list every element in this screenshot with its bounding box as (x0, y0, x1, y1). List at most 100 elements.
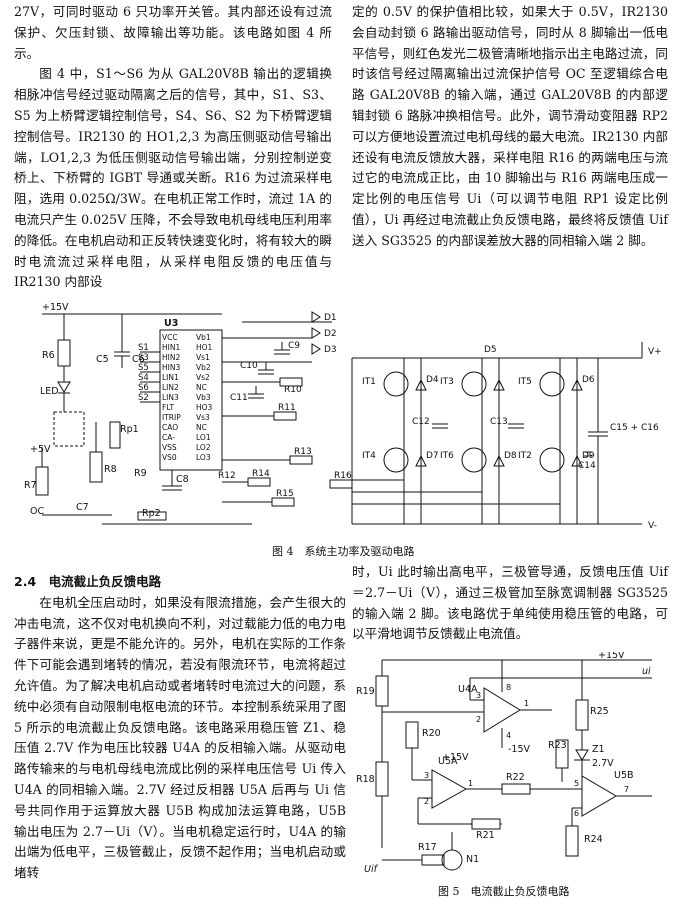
fig5-label-z1v: 2.7V (592, 758, 614, 769)
fig5-label-n1: N1 (466, 854, 479, 865)
bottom-right-paragraph-1: 时，Ui 此时输出高电平，三极管导通，反馈电压值 Uif＝2.7－Ui（V），通… (352, 564, 668, 642)
fig4-label-it: IT1 (362, 377, 376, 387)
fig4-label-vplus: V+ (648, 347, 662, 357)
figure-4-svg: +15V R6 C5 C6 LED +5V R7 R8 OC C7 Rp1 Rp… (24, 302, 662, 531)
fig5-label-r20: R20 (422, 728, 441, 739)
fig5-pin: 4 (506, 731, 511, 740)
fig4-label-d: D1 (324, 313, 337, 323)
fig4-label-r9: R9 (134, 468, 147, 479)
top-left-paragraph-2: 图 4 中，S1～S6 为从 GAL20V8B 输出的逻辑换相脉冲信号经过驱动隔… (14, 66, 332, 290)
fig4-label-s: S3 (138, 353, 149, 363)
fig4-label-r: R14 (252, 469, 270, 479)
fig4-label-r: R12 (218, 471, 236, 481)
top-left-column: 27V，可同时驱动 6 只功率开关管。其内部还设有过流保护、欠压封锁、故障输出等… (14, 2, 332, 293)
fig4-pin-right: HO1 (196, 343, 213, 352)
figure-4-schematic: +15V R6 C5 C6 LED +5V R7 R8 OC C7 Rp1 Rp… (12, 302, 668, 538)
fig4-pin-right: Vb2 (196, 363, 211, 372)
fig4-label-led: LED (40, 386, 59, 397)
fig4-label-r6: R6 (42, 350, 55, 361)
section-paragraph-1: 在电机全压启动时，如果没有限流措施，会产生很大的冲击电流，这不仅对电机换向不利，… (14, 594, 346, 881)
fig4-pin-right: Vs1 (196, 353, 210, 362)
bottom-left-column: 2.4 电流截止负反馈电路 在电机全压启动时，如果没有限流措施，会产生很大的冲击… (14, 572, 346, 884)
fig5-label-m15: -15V (508, 744, 531, 755)
fig5-label-u4a: U4A (458, 684, 478, 695)
fig4-pin-right: HO3 (196, 403, 213, 412)
fig4-label-it: IT3 (440, 377, 454, 387)
fig4-pin-right: LO2 (196, 443, 211, 452)
fig4-label-d: D2 (324, 329, 337, 339)
fig4-label-d: D9 (582, 451, 595, 461)
fig4-pin-left: VSS (162, 443, 177, 452)
fig4-label-r: R11 (278, 403, 296, 413)
fig4-pin-left: LIN2 (162, 383, 179, 392)
fig4-pin-right: Vb3 (196, 393, 211, 402)
fig5-label-u5a: U5A (438, 756, 458, 767)
fig4-pin-left: VCC (162, 333, 178, 342)
fig4-label-it: IT2 (518, 451, 532, 461)
fig5-pin: 1 (468, 779, 473, 788)
fig4-label-it: IT6 (440, 451, 454, 461)
fig4-label-c6: C6 (132, 354, 145, 365)
fig4-pin-left: CAO (162, 423, 178, 432)
fig4-pin-right: Vs2 (196, 373, 210, 382)
fig4-label-r8: R8 (104, 464, 117, 475)
fig4-pin-left: LIN1 (162, 373, 179, 382)
fig5-label-r19: R19 (356, 686, 375, 697)
fig4-pin-right: NC (196, 383, 207, 392)
fig4-label-u3: U3 (164, 318, 178, 329)
fig4-label-vminus: V- (648, 521, 657, 531)
figure-5-caption: 图 5 电流截止负反馈电路 (438, 885, 570, 898)
fig4-label-c9: C9 (288, 341, 300, 351)
fig5-label-r24: R24 (584, 834, 603, 845)
fig4-label-s: S1 (138, 343, 149, 353)
section-title: 2.4 电流截止负反馈电路 (14, 574, 162, 589)
fig4-label-s: S2 (138, 393, 149, 403)
fig5-label-u5b: U5B (614, 770, 634, 781)
fig4-label-s: S6 (138, 383, 149, 393)
fig4-label-plus5: +5V (30, 444, 51, 455)
fig4-label-rp1: Rp1 (120, 424, 139, 435)
fig4-pin-right: Vs3 (196, 413, 210, 422)
fig4-label-r: R10 (284, 385, 302, 395)
fig4-label-it: IT5 (518, 377, 532, 387)
fig5-label-ui: ui (642, 666, 651, 677)
fig4-label-r: R16 (334, 471, 352, 481)
fig4-pin-left: HIN2 (162, 353, 180, 362)
fig4-label-rp2: Rp2 (142, 508, 161, 519)
fig5-label-r22: R22 (506, 772, 525, 783)
fig4-pin-right: Vb1 (196, 333, 211, 342)
fig4-label-d: D8 (504, 451, 517, 461)
fig4-label-c13: C13 (490, 417, 508, 427)
fig4-label-c7: C7 (76, 502, 89, 513)
fig4-label-d: D5 (484, 345, 497, 355)
fig4-label-d: D7 (426, 451, 439, 461)
fig4-pin-left: VS0 (162, 453, 177, 462)
fig4-pin-left: HIN1 (162, 343, 180, 352)
fig5-label-z1: Z1 (592, 744, 605, 755)
fig4-label-c5: C5 (96, 354, 109, 365)
fig5-pin: 1 (524, 699, 529, 708)
fig4-label-c8: C8 (176, 474, 189, 485)
fig4-label-d: D4 (426, 375, 439, 385)
fig4-label-it: IT4 (362, 451, 376, 461)
top-right-column: 定的 0.5V 的保护值相比较，如果大于 0.5V，IR2130 会自动封锁 6… (352, 2, 668, 252)
fig5-pin: 6 (574, 809, 579, 818)
figure-5-schematic: +15V ui R19 R18 U4A R25 Z1 2.7V R20 R23 … (352, 650, 668, 878)
fig5-pin: 8 (506, 683, 511, 692)
fig4-label-s: S4 (138, 373, 149, 383)
fig4-pin-right: LO3 (196, 453, 211, 462)
fig4-label-c11: C11 (230, 393, 248, 403)
fig4-label-r: R13 (294, 447, 312, 457)
fig4-pin-right: LO1 (196, 433, 211, 442)
fig4-pin-left: FLT (162, 403, 174, 412)
fig5-pin: 3 (424, 771, 429, 780)
fig5-pin: 2 (476, 715, 481, 724)
fig4-label-d: D6 (582, 375, 595, 385)
fig4-label-c15c16: C15 + C16 (610, 423, 659, 433)
figure-5-svg: +15V ui R19 R18 U4A R25 Z1 2.7V R20 R23 … (356, 650, 652, 875)
fig5-pin: 2 (424, 797, 429, 806)
figure-4-caption: 图 4 系统主功率及驱动电路 (272, 545, 415, 558)
fig5-label-p15: +15V (442, 752, 469, 763)
fig5-pin: 3 (476, 691, 481, 700)
top-right-paragraph-1: 定的 0.5V 的保护值相比较，如果大于 0.5V，IR2130 会自动封锁 6… (352, 4, 668, 248)
